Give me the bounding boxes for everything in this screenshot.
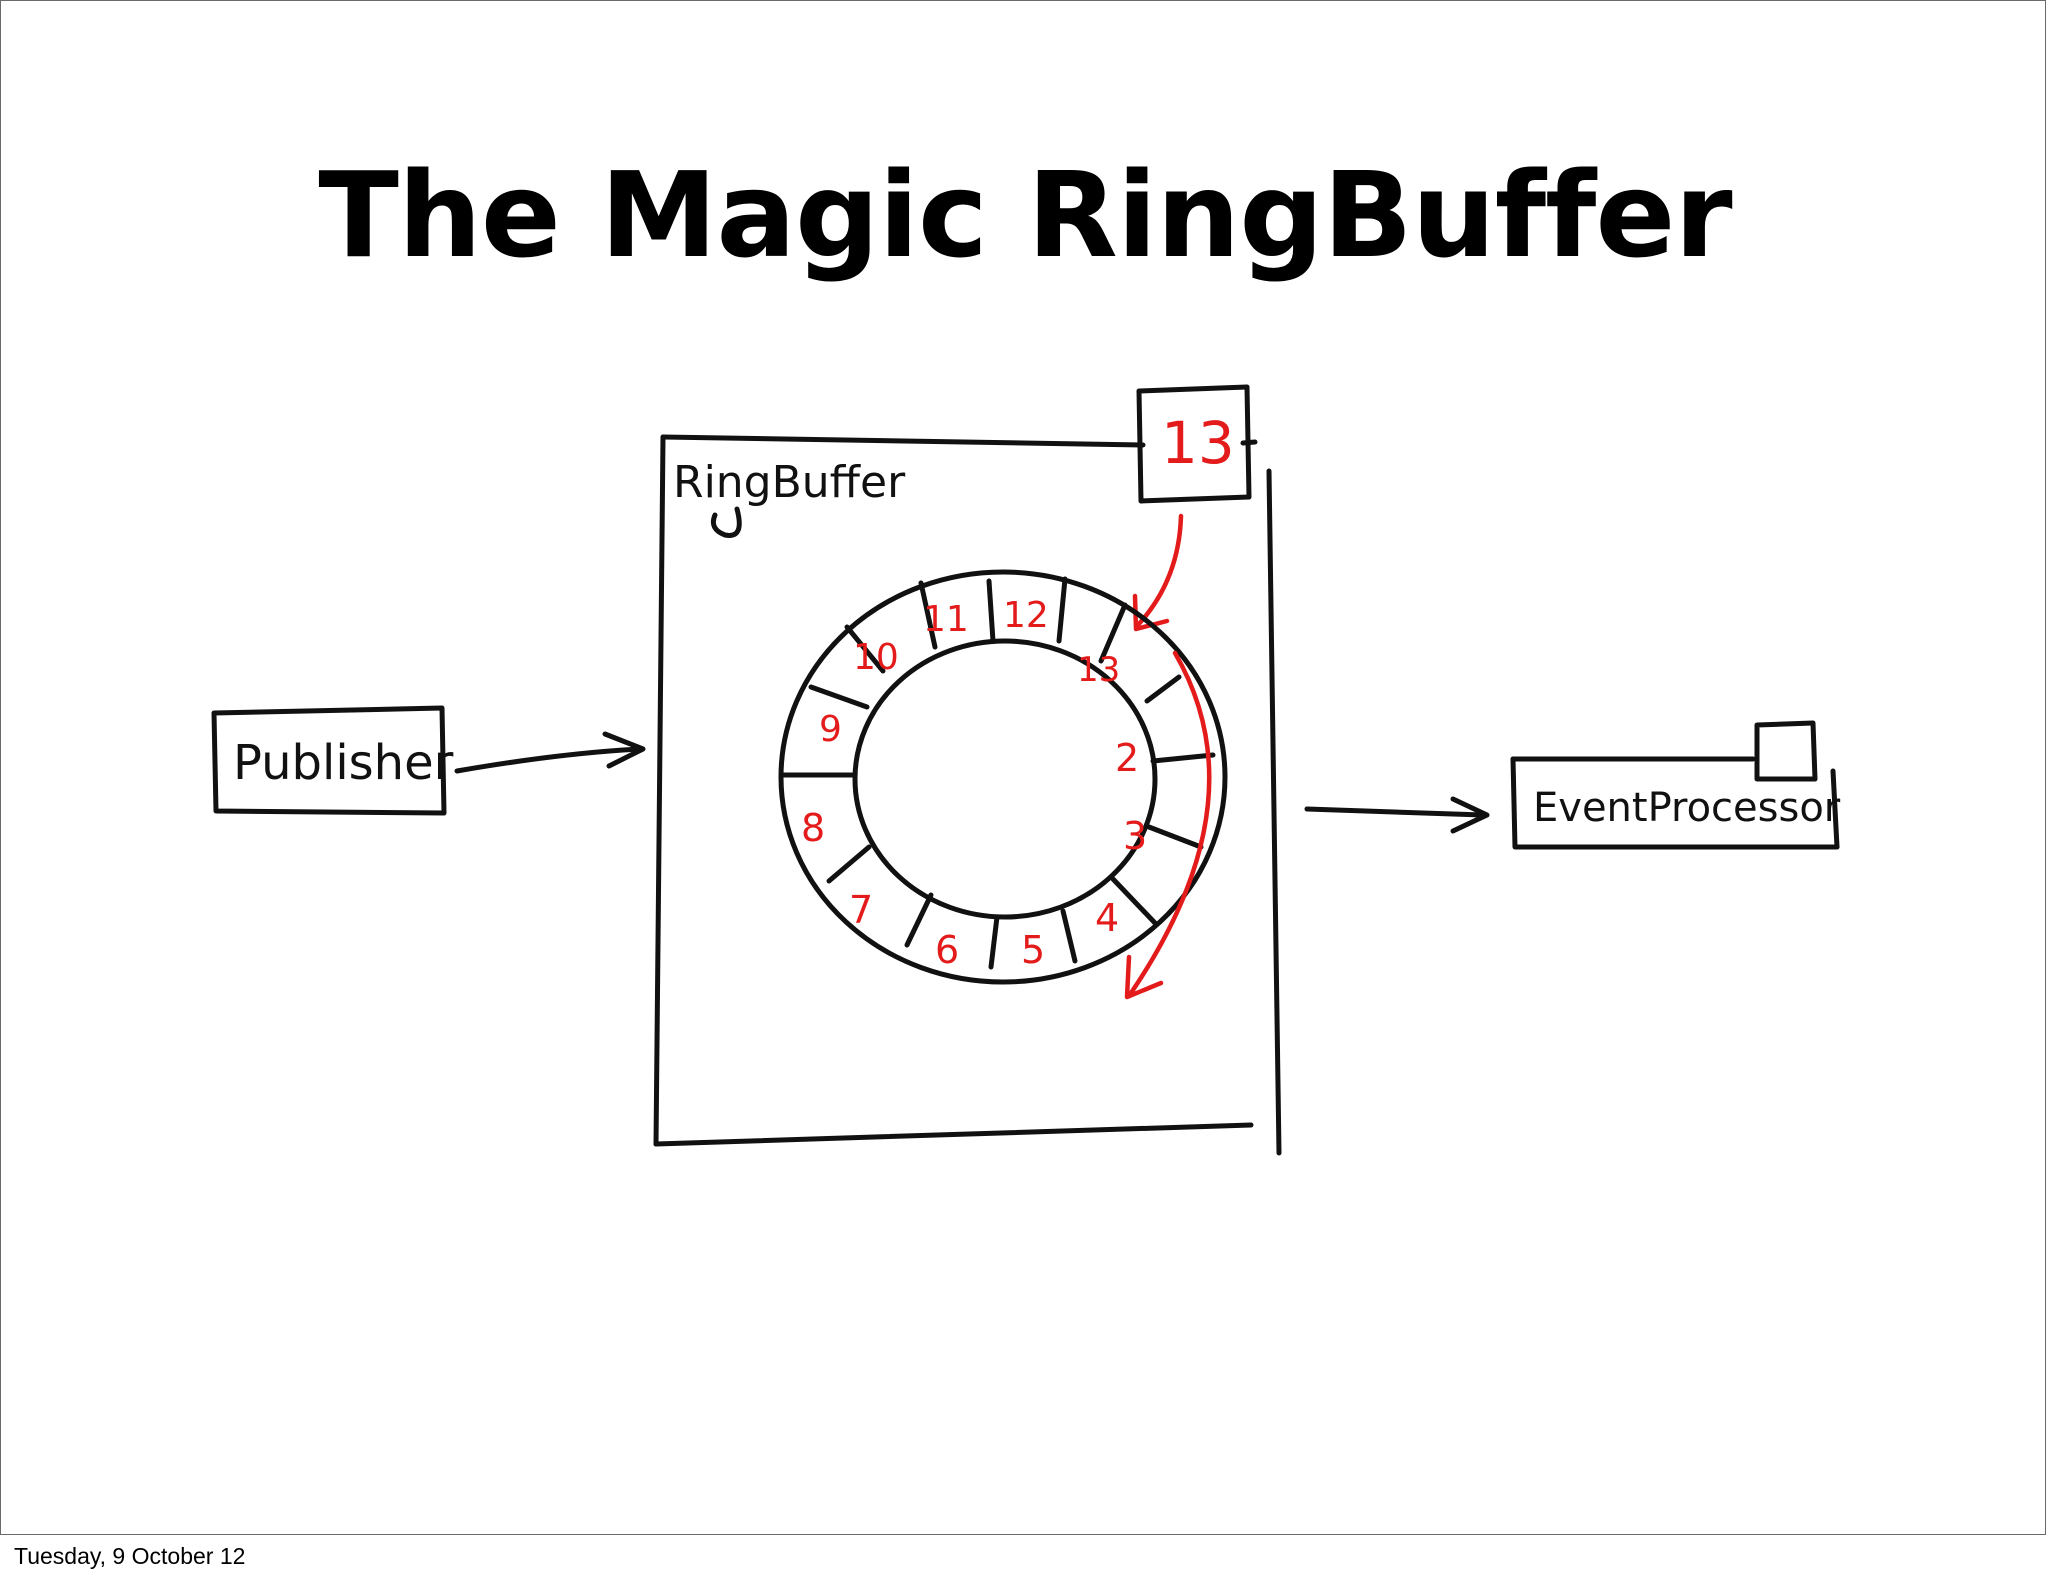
processing-direction-arrow (1124, 650, 1212, 1000)
slot-label: 5 (1021, 928, 1045, 972)
slot-label: 3 (1123, 814, 1147, 858)
ringbuffer-label: RingBuffer (673, 457, 906, 508)
slot-label: 6 (935, 928, 959, 972)
slide-footer-date: Tuesday, 9 October 12 (14, 1543, 246, 1569)
page-title: The Magic RingBuffer (318, 146, 1732, 284)
ring-slot-numbers: 10 11 12 13 2 3 4 5 6 7 8 9 (801, 595, 1147, 972)
arrow-ringbuffer-to-processor (1304, 796, 1490, 834)
slot-label: 2 (1115, 736, 1139, 780)
slot-label: 10 (853, 637, 899, 678)
publisher-box: Publisher (211, 705, 454, 816)
cursor-pointer-arrow (1132, 513, 1184, 632)
ring (778, 569, 1228, 985)
ringbuffer-container: RingBuffer (653, 434, 1282, 1156)
event-processor-label: EventProcessor (1533, 785, 1841, 831)
slot-label: 11 (923, 599, 969, 640)
cursor-value: 13 (1161, 409, 1235, 477)
publisher-label: Publisher (233, 735, 454, 791)
cursor-box: 13 (1136, 384, 1252, 504)
arrow-publisher-to-ringbuffer (454, 731, 646, 774)
slot-label: 12 (1003, 595, 1049, 636)
event-processor-box: EventProcessor (1510, 720, 1841, 850)
slot-label: 4 (1095, 896, 1119, 940)
slot-label: 13 (1077, 650, 1120, 690)
slot-label: 7 (849, 888, 873, 932)
slot-label: 9 (819, 709, 842, 750)
slot-label: 8 (801, 806, 825, 850)
slide: The Magic RingBuffer Publisher RingBuffe… (0, 0, 2046, 1535)
